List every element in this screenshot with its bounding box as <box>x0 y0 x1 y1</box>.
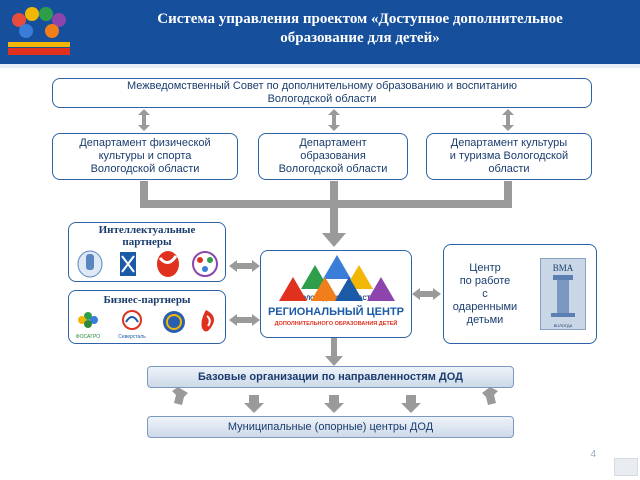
page-number: 4 <box>590 449 596 460</box>
base-organizations-bar: Базовые организации по направленностям Д… <box>147 366 514 388</box>
council-box: Межведомственный Совет по дополнительном… <box>52 78 592 108</box>
fan-arrow-1 <box>172 387 188 405</box>
gifted-line-4: одаренными <box>452 300 518 313</box>
council-line-1: Межведомственный Совет по дополнительном… <box>126 80 518 92</box>
vma-badge: ВМА ВОЛОГДА <box>540 258 586 330</box>
regional-center-subtitle: ДОПОЛНИТЕЛЬНОГО ОБРАЗОВАНИЯ ДЕТЕЙ <box>274 321 398 327</box>
logo-triangle-red <box>279 277 307 301</box>
intellectual-title-line-2: партнеры <box>122 236 172 248</box>
arrow-council-dept2 <box>328 109 340 131</box>
arrow-council-dept1 <box>138 109 150 131</box>
header-divider <box>0 64 640 68</box>
dept-culture-line-3: области <box>488 163 530 175</box>
intellectual-partners-title: Интеллектуальные партнеры <box>99 224 196 248</box>
bank-logo <box>163 311 185 333</box>
partner-logo-4 <box>192 251 218 277</box>
dept-education-box: Департамент образования Вологодской обла… <box>258 133 408 180</box>
arrow-center-base-head <box>325 356 343 366</box>
fan-arrow-3 <box>324 395 344 413</box>
line-dept3-down <box>504 181 512 205</box>
logo-circle-red <box>12 13 26 27</box>
title-line-2: образование для детей» <box>280 30 440 46</box>
dept-sport-line-3: Вологодской области <box>90 163 200 175</box>
partner-logo-1 <box>77 250 103 278</box>
intellectual-title-line-1: Интеллектуальные <box>98 224 196 236</box>
municipal-centers-bar: Муниципальные (опорные) центры ДОД <box>147 416 514 438</box>
council-line-2: Вологодской области <box>267 93 377 105</box>
dept-sport-line-2: культуры и спорта <box>98 150 192 162</box>
partner-logo-2 <box>120 252 136 276</box>
line-dept2-down <box>330 181 338 205</box>
gifted-line-1: Центр <box>469 261 501 274</box>
gifted-center-text: Центр по работе с одаренными детьми <box>444 262 526 327</box>
severstal-logo <box>122 310 142 330</box>
dept-culture-line-2: и туризма Вологодской <box>449 150 569 162</box>
logo-stripe-red <box>8 48 70 55</box>
line-dept1-down <box>140 181 148 205</box>
dept-sport-line-1: Департамент физической <box>79 137 211 149</box>
gifted-line-3: с <box>482 287 488 300</box>
header-bar <box>0 0 640 66</box>
vma-building-icon <box>551 275 575 317</box>
logo-circle-orange <box>45 24 59 38</box>
logo-circle-green <box>39 7 53 21</box>
logo-triangle-purple <box>367 277 395 301</box>
arrow-council-dept3 <box>502 109 514 131</box>
fan-arrow-2 <box>244 395 264 413</box>
line-center-base <box>331 338 337 358</box>
main-arrow-shaft <box>330 205 338 235</box>
regional-center-box: ВОЛОГОДСКАЯ ОБЛАСТЬ РЕГИОНАЛЬНЫЙ ЦЕНТР Д… <box>260 250 412 338</box>
logo-circle-blue <box>19 24 33 38</box>
logo-triangle-blue <box>323 255 351 279</box>
business-partner-logos: ФОСАГРО Северсталь <box>76 310 214 340</box>
dept-culture-box: Департамент культуры и туризма Вологодск… <box>426 133 592 180</box>
vma-badge-city: ВОЛОГДА <box>553 323 573 328</box>
logo-stripe-yellow <box>8 42 70 47</box>
fan-arrow-4 <box>401 395 421 413</box>
fosagro-logo <box>78 312 98 328</box>
intellectual-partner-logos <box>77 250 218 278</box>
dept-education-line-1: Департамент <box>299 137 367 149</box>
project-logo <box>8 7 70 55</box>
fan-arrow-5 <box>482 387 498 405</box>
dept-education-line-2: образования <box>300 150 366 162</box>
regional-center-name: РЕГИОНАЛЬНЫЙ ЦЕНТР <box>267 306 405 318</box>
regional-center-logo <box>279 255 395 301</box>
logo-circle-purple <box>52 13 66 27</box>
logo-triangle-navy <box>335 277 363 301</box>
gifted-line-2: по работе <box>459 274 511 287</box>
dept-sport-box: Департамент физической культуры и спорта… <box>52 133 238 180</box>
arrow-intellectual-center <box>229 260 260 272</box>
arrow-center-gifted <box>412 288 441 300</box>
business-partners-title: Бизнес-партнеры <box>103 294 191 306</box>
severstal-label: Северсталь <box>118 334 146 340</box>
collector-line <box>140 200 512 208</box>
vma-badge-title: ВМА <box>552 263 574 273</box>
corner-tab <box>614 458 638 476</box>
main-arrow-head <box>322 233 346 247</box>
fosagro-label: ФОСАГРО <box>76 334 100 340</box>
logo-triangle-orange <box>311 277 339 301</box>
title-line-1: Система управления проектом «Доступное д… <box>157 11 563 27</box>
dept-education-line-3: Вологодской области <box>278 163 388 175</box>
partner-logo-3 <box>157 251 179 277</box>
rostelecom-logo <box>201 310 214 332</box>
dept-culture-line-1: Департамент культуры <box>450 137 568 149</box>
page-title: Система управления проектом «Доступное д… <box>100 10 620 48</box>
gifted-line-5: детьми <box>466 313 504 326</box>
arrow-business-center <box>229 314 260 326</box>
logo-circle-yellow <box>25 7 39 21</box>
